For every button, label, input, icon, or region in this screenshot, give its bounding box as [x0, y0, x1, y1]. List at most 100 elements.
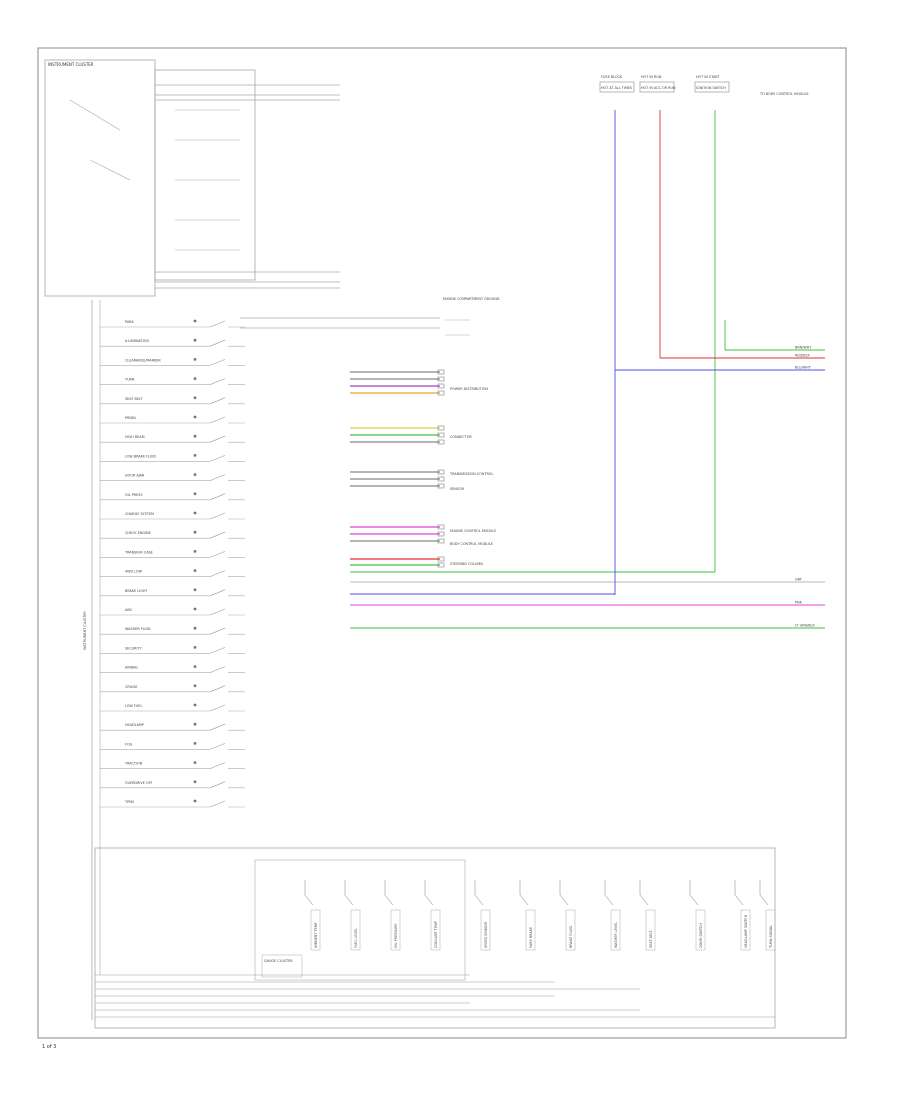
- bottom-module-label: FUEL LEVEL: [354, 928, 358, 948]
- vertical-module-label: INSTRUMENT CLUSTER: [83, 611, 87, 650]
- switch-row: 4WD LOW: [100, 569, 245, 577]
- header-label: INSTRUMENT CLUSTER: [48, 62, 94, 67]
- bottom-module-label: AMBIENT TEMP: [314, 922, 318, 948]
- wire-label: BRN/WHT: [795, 346, 812, 350]
- switch-label: PRNDL: [125, 416, 137, 420]
- bottom-module-label: WASHER LEVEL: [614, 922, 618, 948]
- switch-row: CLEARANCE/MARKER: [100, 358, 245, 366]
- bottom-module-label: DOOR SWITCH: [699, 923, 703, 948]
- switch-row: ABS: [100, 607, 245, 616]
- switch-row: WASHER FLUID: [100, 626, 245, 635]
- switch-label: WASHER FLUID: [125, 627, 151, 631]
- right-note: TO BODY CONTROL MODULE: [759, 92, 809, 96]
- bottom-module: BRAKE FLUID: [559, 880, 576, 951]
- switch-row: TRACTION: [100, 761, 245, 769]
- switch-label: TRACTION: [124, 762, 143, 766]
- mid-connector-block: ENGINE COMPARTMENT GROUND: [240, 297, 500, 336]
- bottom-module: PARK BRAKE: [519, 880, 536, 951]
- switch-label: ABS: [125, 608, 132, 612]
- top-connector-sub: HOT AT ALL TIMES: [601, 86, 632, 90]
- bottom-module: FUEL LEVEL: [344, 880, 361, 951]
- mid-label: ENGINE CONTROL MODULE: [450, 529, 496, 533]
- cluster-header-block: INSTRUMENT CLUSTER: [44, 59, 340, 297]
- harness-wire: [350, 439, 445, 445]
- cluster-chip-label: GAUGE CLUSTER: [264, 959, 293, 963]
- wire-label: BLU/WHT: [795, 366, 812, 370]
- diagram-frame: [37, 47, 847, 1039]
- harness-wire: [350, 524, 445, 530]
- switch-label: DOOR AJAR: [125, 474, 145, 478]
- harness-wire: [350, 562, 445, 568]
- top-connector-sub: HOT IN ACC OR RUN: [641, 86, 676, 90]
- switch-row: OIL PRESS: [100, 492, 245, 501]
- switch-label: SECURITY: [125, 646, 143, 650]
- top-connector-title: FUSE BLOCK: [601, 75, 623, 79]
- switch-label: OIL PRESS: [125, 493, 142, 497]
- switch-label: ILLUMINATION: [125, 339, 149, 343]
- switch-rows: PARK ILLUMINATION CLEARANCE/MARKER TURN SEAT…: [100, 319, 245, 808]
- switch-row: PRNDL: [100, 415, 245, 424]
- switch-row: SEAT BELT: [100, 396, 245, 405]
- bottom-module-label: SPEED SENSOR: [484, 921, 488, 948]
- harness-wire: [350, 383, 445, 389]
- harness-wire: [350, 556, 445, 562]
- switch-label: LOW BRAKE FLUID: [125, 454, 156, 458]
- bottom-module-label: HEADLAMP SWITCH: [744, 914, 748, 948]
- bottom-module: DOOR SWITCH: [689, 880, 706, 951]
- switch-label: TPMS: [124, 800, 134, 804]
- switch-label: HEADLAMP: [125, 723, 144, 727]
- bottom-module: SPEED SENSOR: [474, 880, 491, 951]
- harness-wire: [350, 483, 445, 489]
- top-connector: HOT IN RUN HOT IN ACC OR RUN: [639, 75, 676, 93]
- top-connector-sub: IGNITION SWITCH: [696, 86, 726, 90]
- harness-wire: [350, 425, 445, 431]
- switch-row: OVERDRIVE OFF: [100, 780, 245, 789]
- switch-row: CHECK ENGINE: [100, 530, 245, 539]
- bottom-module-label: PARK BRAKE: [529, 927, 533, 948]
- switch-label: CLEARANCE/MARKER: [125, 358, 161, 362]
- switch-label: 4WD LOW: [125, 570, 143, 574]
- wire-label: RED/BLK: [795, 354, 810, 358]
- switch-row: TRANSFER CASE: [100, 550, 245, 558]
- mid-label: SENSOR: [450, 487, 465, 491]
- mid-label: POWER DISTRIBUTION: [450, 387, 488, 391]
- switch-row: FOG: [100, 742, 245, 750]
- mid-label: TRANSMISSION CONTROL: [449, 472, 493, 476]
- bottom-module: COOLANT TEMP: [424, 880, 441, 951]
- bottom-bus-lines: [95, 974, 775, 1018]
- switch-row: SECURITY: [100, 646, 245, 654]
- switch-row: LOW FUEL: [100, 703, 245, 712]
- switch-label: HIGH BEAM: [125, 435, 145, 439]
- harness-wire: [350, 376, 445, 382]
- bottom-module-label: OIL PRESSURE: [394, 924, 398, 948]
- bottom-module-label: SEAT BELT: [649, 930, 653, 948]
- switch-row: BRAKE LIGHT: [100, 588, 245, 597]
- bottom-module: AMBIENT TEMP: [304, 880, 321, 951]
- harness-wire: [350, 531, 445, 537]
- switch-label: BRAKE LIGHT: [125, 589, 148, 593]
- mid-ground-label: ENGINE COMPARTMENT GROUND: [443, 297, 500, 301]
- switch-label: OVERDRIVE OFF: [125, 781, 153, 785]
- switch-label: CHECK ENGINE: [125, 531, 151, 535]
- top-connector-title: HOT IN RUN: [641, 75, 662, 79]
- switch-label: SEAT BELT: [125, 397, 143, 401]
- switch-label: TURN: [124, 378, 135, 382]
- harness-wire: [350, 390, 445, 396]
- switch-row: PARK: [100, 319, 245, 328]
- harness-wire: [350, 432, 445, 438]
- bottom-module: TURN SIGNAL: [759, 880, 776, 951]
- harness-wire: [350, 369, 445, 375]
- switch-label: TRANSFER CASE: [124, 550, 153, 554]
- switch-row: LOW BRAKE FLUID: [100, 454, 245, 462]
- switch-row: CRUISE: [100, 684, 245, 693]
- switch-row: TPMS: [100, 799, 245, 808]
- bottom-module-label: BRAKE FLUID: [569, 926, 573, 948]
- wire-label: LT GRN/BLK: [795, 624, 815, 628]
- bottom-module: WASHER LEVEL: [604, 880, 621, 951]
- top-connector: HOT IN START IGNITION SWITCH: [694, 75, 730, 93]
- top-connector-title: HOT IN START: [696, 75, 720, 79]
- switch-row: TURN: [100, 377, 245, 385]
- switch-row: CHARGE SYSTEM: [100, 511, 245, 520]
